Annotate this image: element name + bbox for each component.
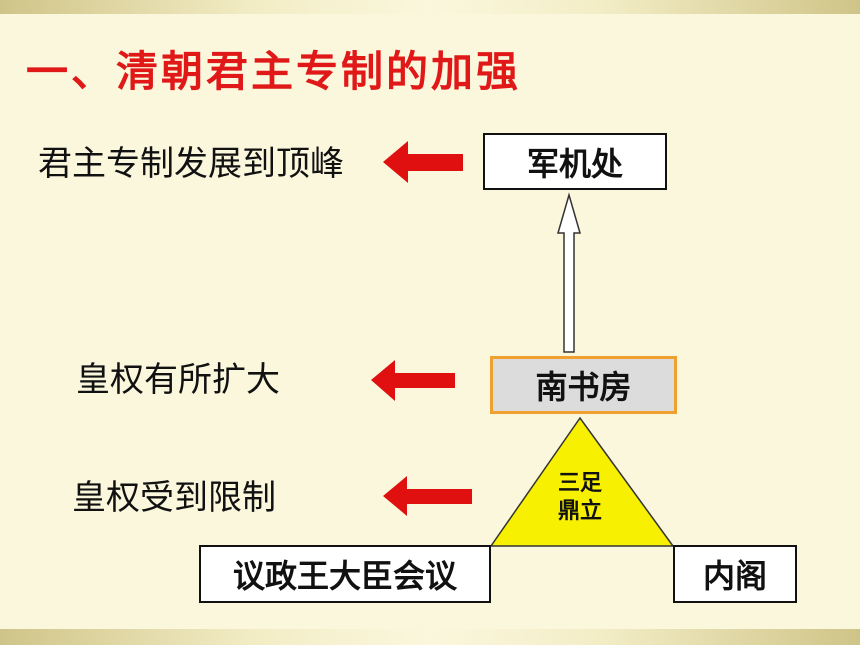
red-arrow-left-icon <box>383 476 472 516</box>
red-arrow-left-icon <box>383 141 463 183</box>
slide-title: 一、清朝君主专制的加强 <box>26 47 522 96</box>
hollow-up-arrow-icon <box>557 192 581 353</box>
red-arrow-left-icon <box>371 360 455 401</box>
annotation-peak: 君主专制发展到顶峰 <box>38 144 344 184</box>
node-junjichu-label: 军机处 <box>526 144 623 183</box>
top-decorative-band <box>0 0 860 14</box>
node-nanshufang: 南书房 <box>490 356 677 414</box>
node-yizheng-council: 议政王大臣会议 <box>199 545 491 603</box>
node-nanshufang-label: 南书房 <box>535 368 632 406</box>
balance-triangle <box>489 416 675 547</box>
node-neige-label: 内阁 <box>702 557 767 595</box>
annotation-limited: 皇权受到限制 <box>72 478 276 518</box>
node-neige: 内阁 <box>673 545 797 603</box>
annotation-expanded: 皇权有所扩大 <box>76 360 280 400</box>
node-junjichu: 军机处 <box>483 133 667 190</box>
triangle-label: 三足鼎立 <box>557 471 602 524</box>
bottom-decorative-band <box>0 629 860 645</box>
node-yizheng-label: 议政王大臣会议 <box>232 557 457 595</box>
